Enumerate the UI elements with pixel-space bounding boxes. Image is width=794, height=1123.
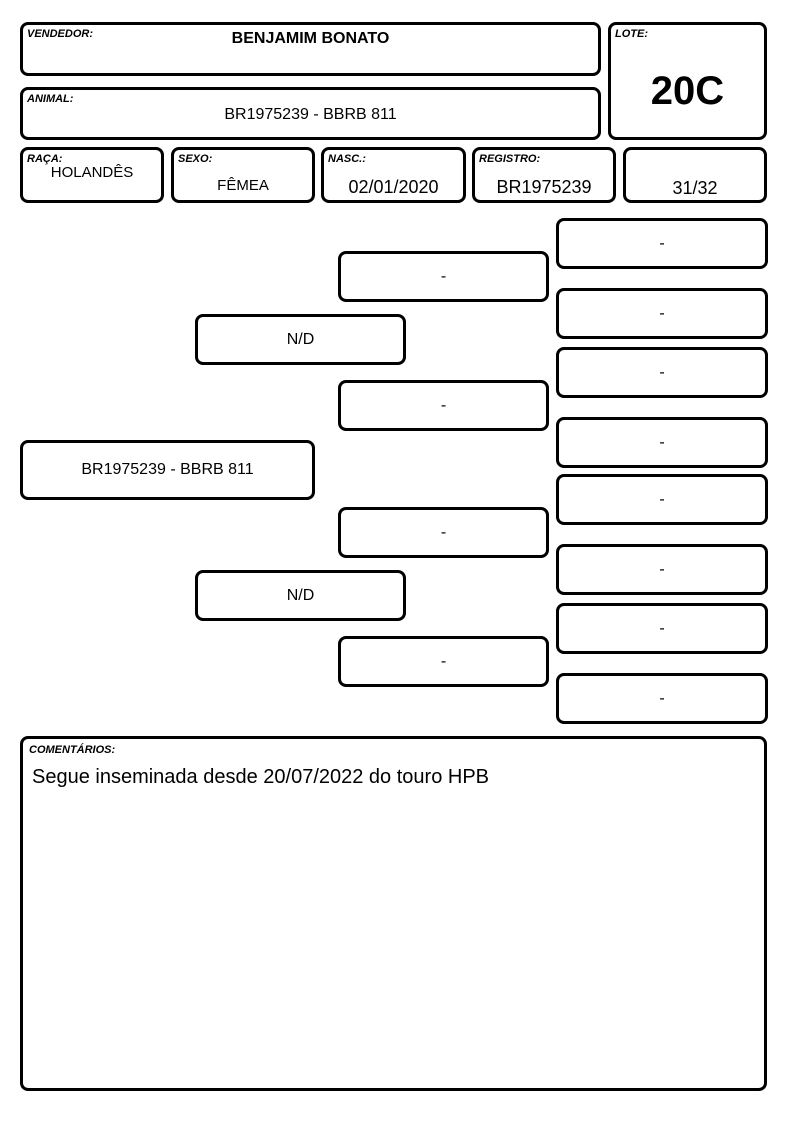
pedigree-great-grandparent-text: -: [659, 689, 665, 707]
pedigree-great-grandparent-text: -: [659, 304, 665, 322]
pedigree-great-grandparent: -: [556, 417, 768, 468]
pedigree-parent-text: N/D: [286, 586, 315, 604]
pedigree-great-grandparent: -: [556, 347, 768, 398]
nasc-value: 02/01/2020: [348, 177, 439, 197]
lote-label: LOTE:: [615, 28, 648, 40]
pedigree-great-grandparent: -: [556, 544, 768, 595]
animal-box: ANIMAL: BR1975239 - BBRB 811: [20, 87, 601, 140]
pedigree-grandparent: -: [338, 636, 549, 687]
count-box: 31/32: [623, 147, 767, 203]
pedigree-grandparent: -: [338, 380, 549, 431]
vendedor-value: BENJAMIM BONATO: [231, 30, 390, 47]
nasc-box: NASC.: 02/01/2020: [321, 147, 466, 203]
pedigree-parent: N/D: [195, 314, 406, 365]
pedigree-grandparent-text: -: [440, 652, 447, 670]
raca-box: RAÇA: HOLANDÊS: [20, 147, 164, 203]
pedigree-animal: BR1975239 - BBRB 811: [20, 440, 315, 500]
pedigree-great-grandparent: -: [556, 673, 768, 724]
pedigree-great-grandparent-text: -: [659, 433, 665, 451]
pedigree-great-grandparent: -: [556, 603, 768, 654]
lote-box: LOTE: 20C: [608, 22, 767, 140]
registro-box: REGISTRO: BR1975239: [472, 147, 616, 203]
comments-text: Segue inseminada desde 20/07/2022 do tou…: [32, 766, 490, 788]
pedigree-grandparent: -: [338, 251, 549, 302]
count-value: 31/32: [672, 178, 718, 198]
vendedor-box: VENDEDOR: BENJAMIM BONATO: [20, 22, 601, 76]
nasc-label: NASC.:: [328, 153, 366, 165]
pedigree-animal-text: BR1975239 - BBRB 811: [81, 461, 254, 478]
pedigree-great-grandparent-text: -: [659, 619, 665, 637]
registro-value: BR1975239: [496, 177, 592, 197]
registro-label: REGISTRO:: [479, 153, 541, 165]
pedigree-grandparent-text: -: [440, 523, 447, 541]
comments-label: COMENTÁRIOS:: [29, 744, 116, 756]
animal-label: ANIMAL:: [27, 93, 74, 105]
pedigree-great-grandparent-text: -: [659, 363, 665, 381]
pedigree-great-grandparent-text: -: [659, 490, 665, 508]
pedigree-parent-text: N/D: [286, 330, 315, 348]
pedigree-grandparent: -: [338, 507, 549, 558]
sexo-box: SEXO: FÊMEA: [171, 147, 315, 203]
pedigree-grandparent-text: -: [440, 396, 447, 414]
pedigree-parent: N/D: [195, 570, 406, 621]
pedigree-great-grandparent-text: -: [659, 560, 665, 578]
pedigree-great-grandparent: -: [556, 474, 768, 525]
vendedor-label: VENDEDOR:: [27, 28, 94, 40]
animal-value: BR1975239 - BBRB 811: [224, 106, 397, 123]
raca-label: RAÇA:: [27, 153, 63, 165]
pedigree-great-grandparent: -: [556, 288, 768, 339]
pedigree-grandparent-text: -: [440, 267, 447, 285]
lote-value: 20C: [650, 69, 725, 113]
sexo-value: FÊMEA: [217, 177, 269, 194]
raca-value: HOLANDÊS: [50, 164, 134, 181]
sexo-label: SEXO:: [178, 153, 213, 165]
pedigree-great-grandparent-text: -: [659, 234, 665, 252]
comments-box: COMENTÁRIOS: Segue inseminada desde 20/0…: [20, 736, 767, 1091]
pedigree-great-grandparent: -: [556, 218, 768, 269]
